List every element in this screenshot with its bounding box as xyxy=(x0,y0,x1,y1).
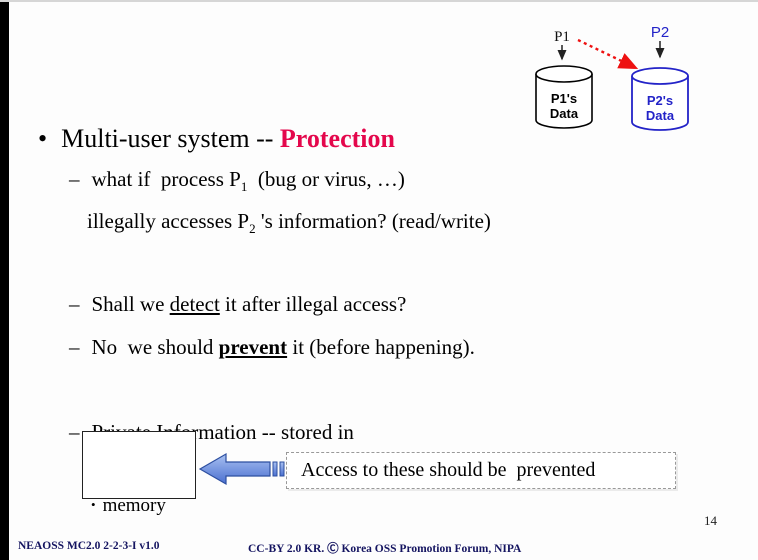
bullet-dash: – xyxy=(69,167,80,191)
p2-data-text: P2's xyxy=(647,93,673,108)
p1-p2-data-diagram: P1 P2 P1's Data P2's Data xyxy=(535,24,689,131)
bullet-what-if-line1: –what if process P1 (bug or virus, …) xyxy=(48,142,405,217)
p1-label: P1 xyxy=(554,29,570,45)
storage-item-memory: memory xyxy=(102,495,166,517)
title-bullet: • xyxy=(38,124,48,153)
bullet-text: (bug or virus, …) xyxy=(247,167,405,191)
storage-list-box: •memory •disk xyxy=(82,431,196,516)
bullet-text: what if process P xyxy=(91,167,241,191)
bullet-text: illegally accesses P xyxy=(87,209,250,233)
bullet-what-if-line2: illegally accesses P2 's information? (r… xyxy=(66,184,491,259)
page-number: 14 xyxy=(704,513,717,528)
p2-label: P2 xyxy=(651,24,669,41)
page-title: • Multi-user system -- Protection xyxy=(12,94,395,184)
title-highlight: Protection xyxy=(279,124,395,153)
p1-data-cylinder: P1's Data xyxy=(535,65,593,129)
bullet-dash: – xyxy=(69,335,80,359)
p2-data-cylinder: P2's Data xyxy=(631,67,689,131)
bold-underlined-word: prevent xyxy=(218,335,288,359)
bullet-text: it after illegal access? xyxy=(219,292,407,316)
footer-course-code: NEAOSS MC2.0 2-2-3-I v1.0 xyxy=(18,540,160,552)
bullet-text: Shall we xyxy=(91,292,170,316)
callout-text: Access to these should be prevented xyxy=(301,459,596,481)
p1-data-text: Data xyxy=(550,106,579,121)
bullet-prevent: –No we should prevent it (before happeni… xyxy=(48,310,475,385)
bullet-dash: – xyxy=(69,292,80,316)
list-item: • memory xyxy=(91,437,189,547)
access-prevented-callout: Access to these should be prevented xyxy=(286,452,676,489)
p1-data-text: P1's xyxy=(551,91,577,106)
illegal-access-red-dashed-arrow-icon xyxy=(577,38,639,70)
bullet-dash: – xyxy=(69,420,80,444)
bullet-detect: –Shall we detect it after illegal access… xyxy=(48,267,406,342)
subscript-1: 1 xyxy=(240,179,248,195)
subscript-2: 2 xyxy=(249,221,256,237)
slide-left-edge xyxy=(0,2,9,560)
footer-license: CC-BY 2.0 KR. Ⓒ Korea OSS Promotion Foru… xyxy=(248,543,522,555)
bullet-text: it (before happening). xyxy=(287,335,475,359)
bullet-text: 's information? (read/write) xyxy=(255,209,491,233)
bullet-text: No we should xyxy=(91,335,219,359)
blue-left-arrow-icon xyxy=(198,452,285,486)
title-text: Multi-user system -- xyxy=(61,124,280,153)
underlined-word: detect xyxy=(169,292,220,316)
list-bullet: • xyxy=(91,497,96,513)
p2-data-text: Data xyxy=(646,108,675,123)
